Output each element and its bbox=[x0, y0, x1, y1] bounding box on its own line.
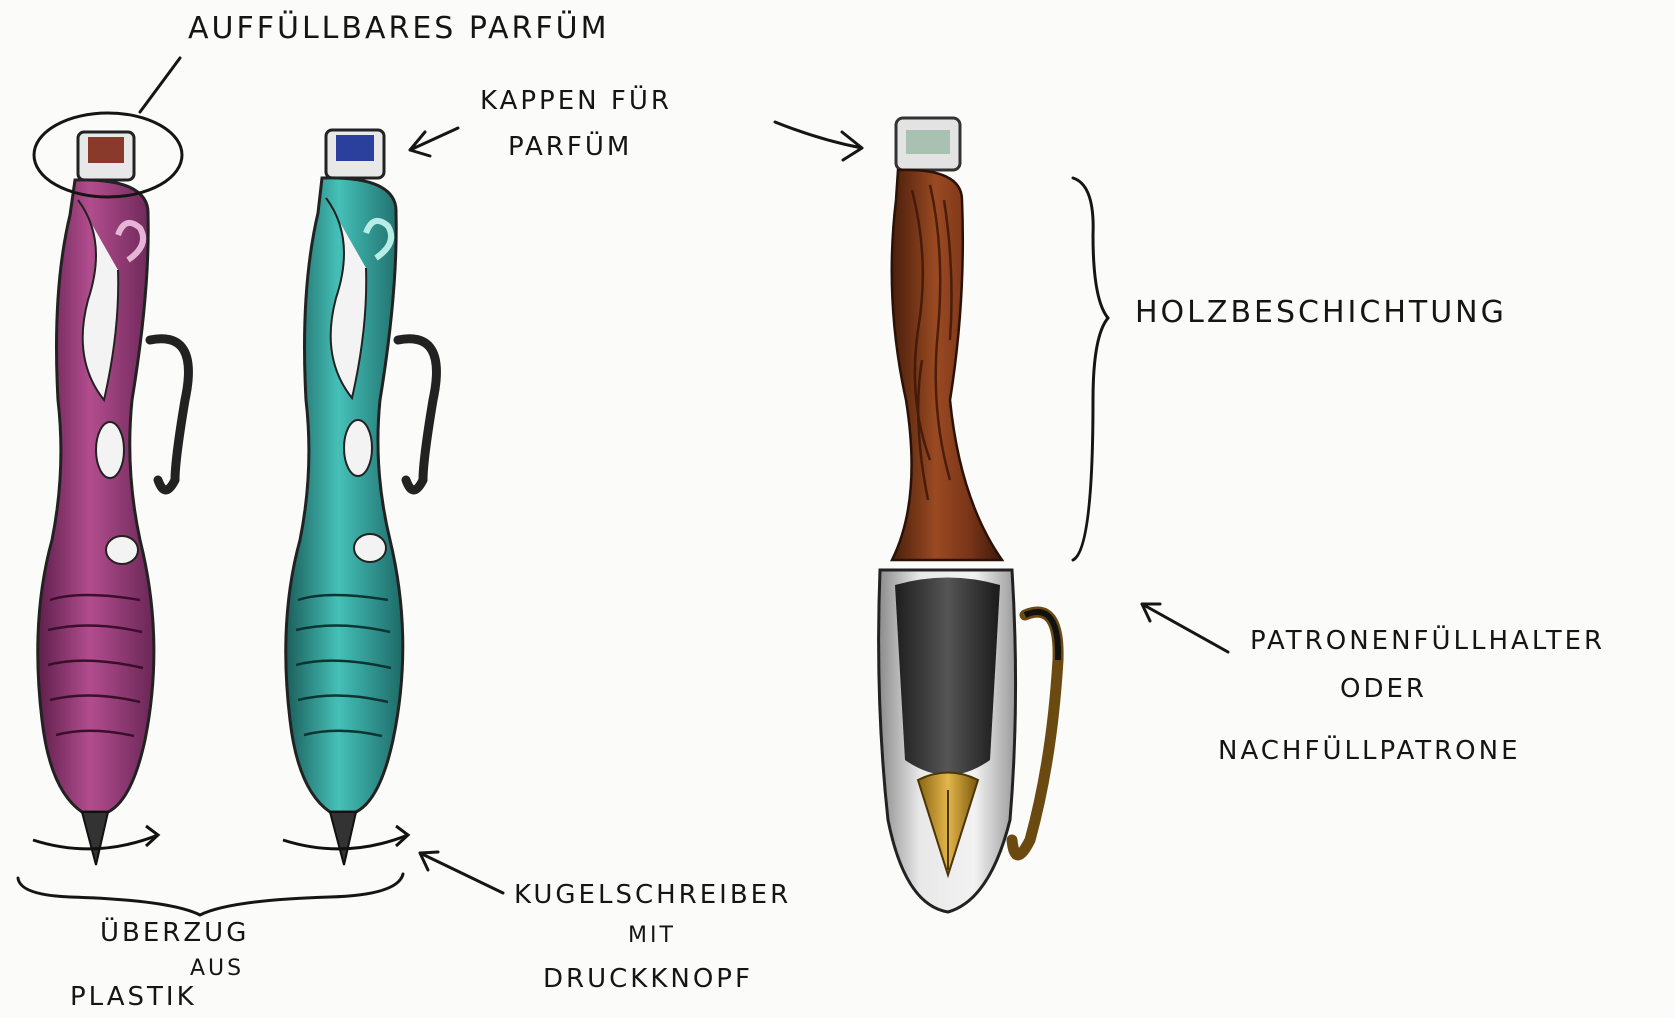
cover-label-line2: AUS bbox=[190, 958, 244, 980]
caps-label-line1: KAPPEN FÜR bbox=[480, 88, 672, 114]
cartridge-label-line1: PATRONENFÜLLHALTER bbox=[1250, 628, 1605, 654]
ballpoint-arrow bbox=[420, 852, 503, 893]
cover-label-line1: ÜBERZUG bbox=[100, 920, 249, 946]
caps-arrow-right bbox=[775, 122, 862, 160]
cartridge-arrow bbox=[1142, 604, 1228, 652]
pink-pen-tip bbox=[82, 812, 108, 865]
wood-brace bbox=[1073, 178, 1108, 560]
ballpoint-label-line2: MIT bbox=[628, 925, 676, 947]
ballpoint-label-line1: KUGELSCHREIBER bbox=[514, 882, 791, 908]
ballpoint-label-line3: DRUCKKNOPF bbox=[543, 966, 753, 992]
refill-perfume-label: AUFFÜLLBARES PARFÜM bbox=[188, 14, 610, 44]
wood-pen-clip bbox=[1012, 612, 1058, 855]
teal-pen-tip bbox=[330, 812, 356, 865]
pink-pen-clip bbox=[150, 339, 188, 490]
caps-arrow-left bbox=[410, 128, 458, 156]
cartridge-label-line3: NACHFÜLLPATRONE bbox=[1218, 738, 1521, 764]
wooden-fountain-pen bbox=[879, 118, 1058, 912]
caps-label-line2: PARFÜM bbox=[508, 134, 632, 160]
wood-coating-label: HOLZBESCHICHTUNG bbox=[1135, 298, 1507, 328]
teal-pen-clip bbox=[398, 339, 436, 490]
teal-ballpoint-pen bbox=[283, 130, 436, 865]
cartridge-label-line2: ODER bbox=[1340, 676, 1427, 702]
pink-ballpoint-pen bbox=[33, 132, 188, 865]
cover-label-line3: PLASTIK bbox=[70, 984, 197, 1010]
refill-leader-line bbox=[140, 58, 180, 112]
cover-brace bbox=[18, 874, 403, 915]
